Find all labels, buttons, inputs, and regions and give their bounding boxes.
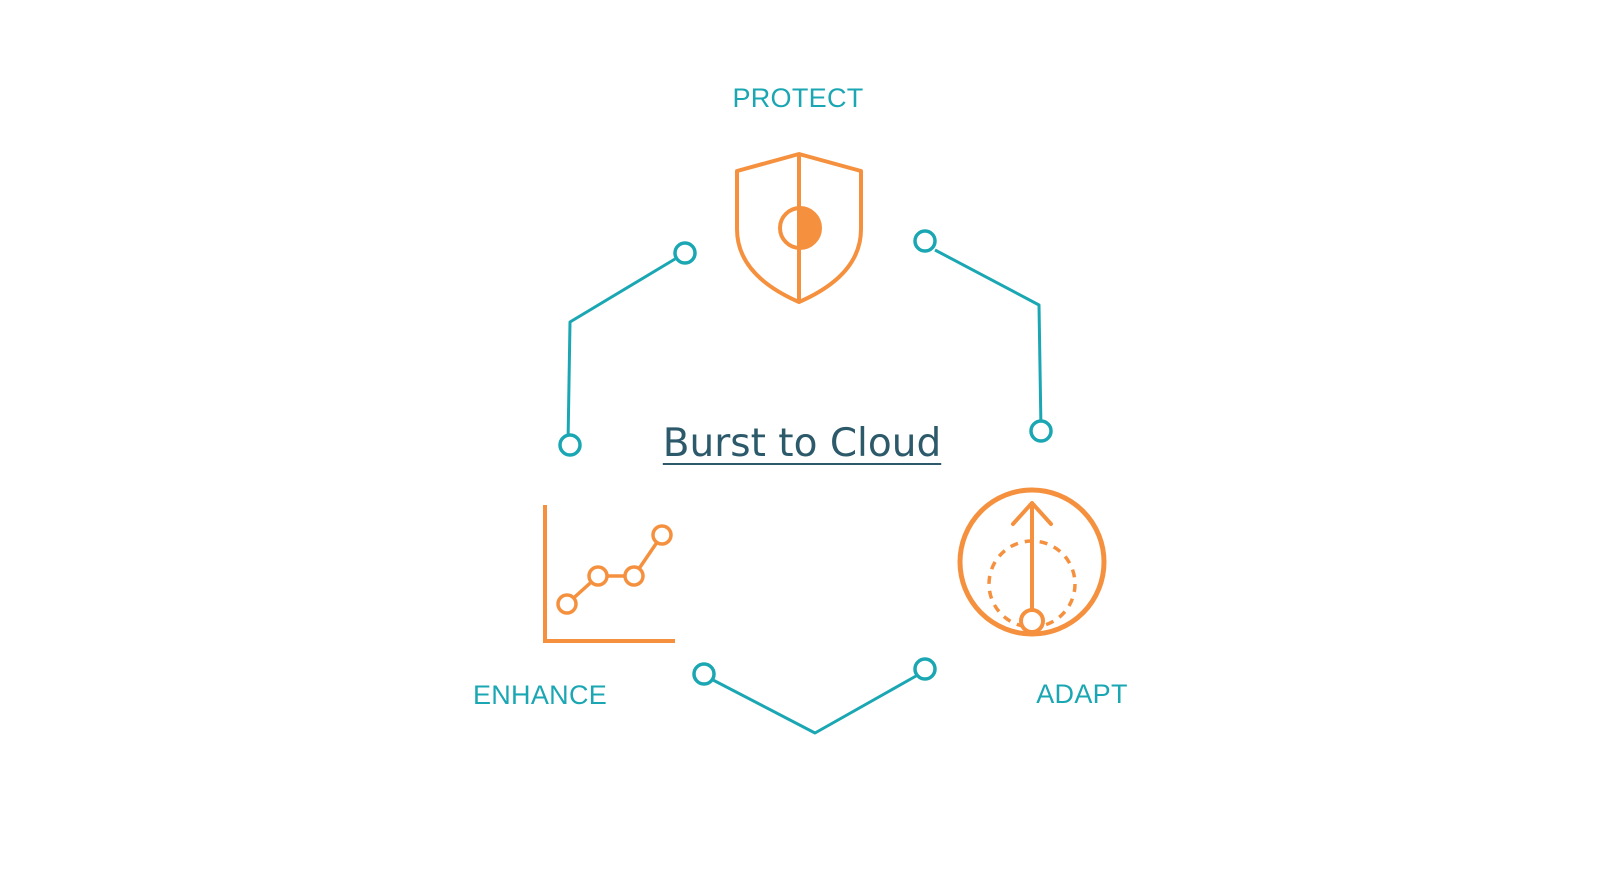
shield-icon xyxy=(735,152,863,304)
connector-line xyxy=(712,674,917,735)
enhance-label: ENHANCE xyxy=(472,680,608,710)
connector-line xyxy=(566,257,676,445)
connector-endpoint xyxy=(673,241,697,265)
protect-label: PROTECT xyxy=(732,83,864,113)
connector-endpoint xyxy=(558,433,582,457)
gauge-arrow-icon xyxy=(957,487,1107,637)
connector-endpoint xyxy=(913,657,937,681)
adapt-label: ADAPT xyxy=(1036,679,1128,709)
line-chart-icon xyxy=(543,505,675,643)
connector-line xyxy=(934,248,1043,431)
connector-enhance-adapt xyxy=(692,657,937,735)
connector-endpoint xyxy=(913,229,937,253)
connector-endpoint xyxy=(692,662,716,686)
connector-protect-enhance xyxy=(558,241,697,457)
connector-protect-adapt xyxy=(913,229,1053,443)
center-title-link[interactable]: Burst to Cloud xyxy=(662,421,942,466)
connector-endpoint xyxy=(1029,419,1053,443)
